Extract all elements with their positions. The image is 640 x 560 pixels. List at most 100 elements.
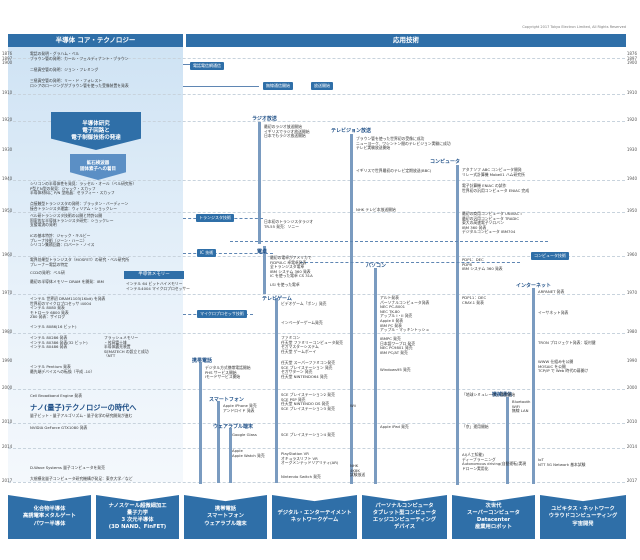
computer-label: コンピュータ [430, 159, 461, 165]
radio-timeline [258, 122, 261, 244]
year-label: 2017 [2, 478, 13, 483]
app-event: IBMPC 発売 日本語ワープロ 発売 NEC PC9801 発売 IBM PC… [380, 336, 416, 355]
category-box: パーソナルコンピュータ タブレット型コンピュータ エッジコンピューティング デバ… [362, 495, 447, 539]
app-event: イギリスで世界最初のテレビ定期放送(BBC) [356, 168, 432, 173]
core-event: 電界効果型トランジスタ（MOSFET）の研究・ベル研究所 プレーナー電話の特定 [30, 257, 130, 267]
core-event: D-Wave Systems 量子コンピュータを発売 [30, 465, 105, 470]
game-timeline [275, 298, 278, 483]
app-event: インベーダーゲーム発売 [281, 320, 323, 325]
core-event: NVIDIA GeForce GTX1080 発表 [30, 425, 88, 430]
core-event: インテル 8086(16 ビット) [30, 324, 77, 329]
app-event: ARPANET 発表 [538, 289, 565, 294]
app-event: 最初のラジオ放送開始 イギリスでラジオ放送開始 日本でもラジオ放送開始 [264, 124, 310, 139]
core-event: 電話の発明・グラハム・ベル ブラウン管の発明：カール・フェルディナント・ブラウン [30, 51, 129, 61]
app-event: Apple Apple Watch 発売 [232, 448, 265, 458]
app-event: Wii [350, 403, 356, 408]
app-event: IoT NTT 5G Network 基本試験 [538, 457, 586, 467]
core-event: シリコンの半導体性を発見：ラッセル・オール（ベル研究所） P型とN型の発見：ジャ… [30, 181, 137, 196]
app-event: アタナソフ ABC コンピュータ開発 リレー式計算機 Mobell1 ハム研究所 [462, 167, 525, 177]
year-line [8, 448, 625, 449]
year-label: 1930 [2, 147, 13, 152]
cloud-timeline [506, 397, 509, 484]
app-event: 電子計算機 ENIAC の試作 世界初の汎用コンピュータ ENIAC 完成 [462, 183, 530, 193]
smartphone-timeline [217, 401, 220, 483]
core-event: ベル研トランジスタ技術の公開と特許公開 国家的な半導体トランジスタ研究：ショック… [30, 213, 114, 228]
app-event: PlayStation VR オキュラスリフト VR [281, 451, 318, 461]
app-event: Windows95 発売 [380, 367, 411, 372]
year-line [8, 212, 625, 213]
app-event: LSI を使った電卓 [270, 282, 300, 287]
year-label: 1950 [626, 208, 637, 213]
core-event: 大規模化量子コンピュータ研究機構が発足：東京大学／など [30, 476, 133, 481]
app-event: アルト発表 パーソナルコンピュータ発表 NEC PC-8001 NEC TK-8… [380, 295, 430, 333]
connector-line [183, 86, 259, 87]
year-line [8, 389, 625, 390]
app-event: オーグメンテッドリアリティ(AR) [281, 460, 339, 465]
year-label: 1970 [626, 290, 637, 295]
year-label: 1970 [2, 290, 13, 295]
year-line [8, 256, 625, 257]
year-label: 1920 [626, 117, 637, 122]
year-line [8, 180, 625, 181]
core-event: ICの基本特許：ジャック・キルビー プレーナ技術（ジーン・ハーニ） シリコン集積… [30, 233, 95, 248]
radio-broadcast-badge: 無線通信開始 [263, 82, 293, 90]
tv-timeline [350, 134, 353, 484]
memory-header: 半導体メモリー [124, 271, 184, 279]
app-event: TRON プロジェクト発表：坂村健 [538, 340, 596, 345]
year-label: 1990 [2, 358, 13, 363]
core-event: インテル 世界初 DRAM1103(1Kbit) を発表 世界初のマイクロプロセ… [30, 296, 106, 320]
calc-label: 電卓 [257, 249, 268, 255]
nano-era-title: ナノ(量子)テクノロジーの時代へ [30, 403, 137, 412]
pc-label: パソコン [366, 263, 387, 269]
app-event: 日本初のトランジスタラジオ TR-55 発売：ソニー [264, 219, 314, 229]
app-event: NHK 4K8K 試験放送 [350, 463, 366, 478]
year-label: 1940 [626, 176, 637, 181]
arrow-label: 半導体研究 電子回路と 電子制御技術の発達 [71, 120, 121, 141]
year-label: 1990 [626, 358, 637, 363]
app-event: Bluetooth WiFi 無線 LAN [512, 399, 531, 414]
app-event: Apple iPad 発売 [380, 424, 409, 429]
core-event: 点接触型トランジスタの発明：ブラッタン・バーディーン 接合トランジスタ理論：ウィ… [30, 201, 129, 211]
year-line [8, 482, 625, 483]
tv-label: テレビジョン放送 [331, 128, 372, 134]
year-label: 1876 1897 1900 [2, 51, 13, 66]
cloud-label: 機械通信 [492, 392, 513, 398]
category-box: 化合物半導体 高誘電率メタルゲート パワー半導体 [8, 495, 91, 539]
microprocessor-badge: マイクロプロセッサ技術 [197, 310, 247, 318]
app-event: 「京」運用開始 [462, 424, 489, 429]
core-event: フラッシュメモリー ・舛岡富士雄 半導体露光装置 SEMATECH の設立と成功… [104, 335, 149, 359]
app-event: 最初の電卓がアメリカで FIDPULC 卓電卓発表 全トランジスタ電卓 IBM … [270, 255, 313, 279]
calc-timeline [263, 246, 266, 294]
core-event: 最初の半導体メモリー DRAM を開発：IBM [30, 279, 104, 284]
mobile-timeline [199, 362, 202, 484]
smartphone-label: スマートフォン [209, 397, 244, 403]
applied-tech-header: 応用技術 [186, 34, 626, 47]
year-label: 1940 [2, 176, 13, 181]
app-event: Apple iPhone 発売 アンドロイド 発表 [223, 403, 257, 413]
year-label: 2010 [626, 419, 637, 424]
year-line [8, 333, 625, 334]
year-label: 2014 [2, 444, 13, 449]
app-event: SCE プレイステーション4 発売 [281, 432, 335, 437]
arrow-label: 鉱石検波器 固体素子への着目 [80, 161, 116, 172]
connector-line [183, 253, 273, 254]
copyright: Copyright 2017 Tokyo Electron Limited, A… [522, 25, 626, 29]
app-event: ビデオゲーム「ポン」発売 [281, 301, 327, 306]
year-label: 1980 [2, 329, 13, 334]
core-event: 二極真空管の発明：ジョン・フレミング [30, 67, 99, 72]
year-label: 1960 [626, 252, 637, 257]
year-label: 1950 [2, 208, 13, 213]
category-box: ユビキタス・ネットワーク ウラウドコンピューティング 宇宙開発 [540, 495, 626, 539]
telephone-service-badge: 電話電信網通信 [190, 62, 224, 70]
app-event: NHK テレビ本放送開始 [356, 207, 396, 212]
app-event: PDP1：DEC PDP8 IBM システム 360 発表 [462, 257, 503, 272]
ic-badge: IC 技術 [197, 249, 217, 257]
app-event: ブラウン管を使った世界初の受像に成功 ニューヨーク、ワシントン間のテレビジョン実… [356, 136, 451, 151]
core-event: インテル Pentium 発表 最先端デバイスへの転換（平成 -10） [30, 364, 95, 374]
year-line [8, 94, 625, 95]
app-event: 任天堂 スーパーファミコン発売 SCE プレイステーション 発売 セガサターン … [281, 360, 336, 379]
year-line [8, 294, 625, 295]
year-label: 1930 [626, 147, 637, 152]
year-line [8, 58, 625, 59]
